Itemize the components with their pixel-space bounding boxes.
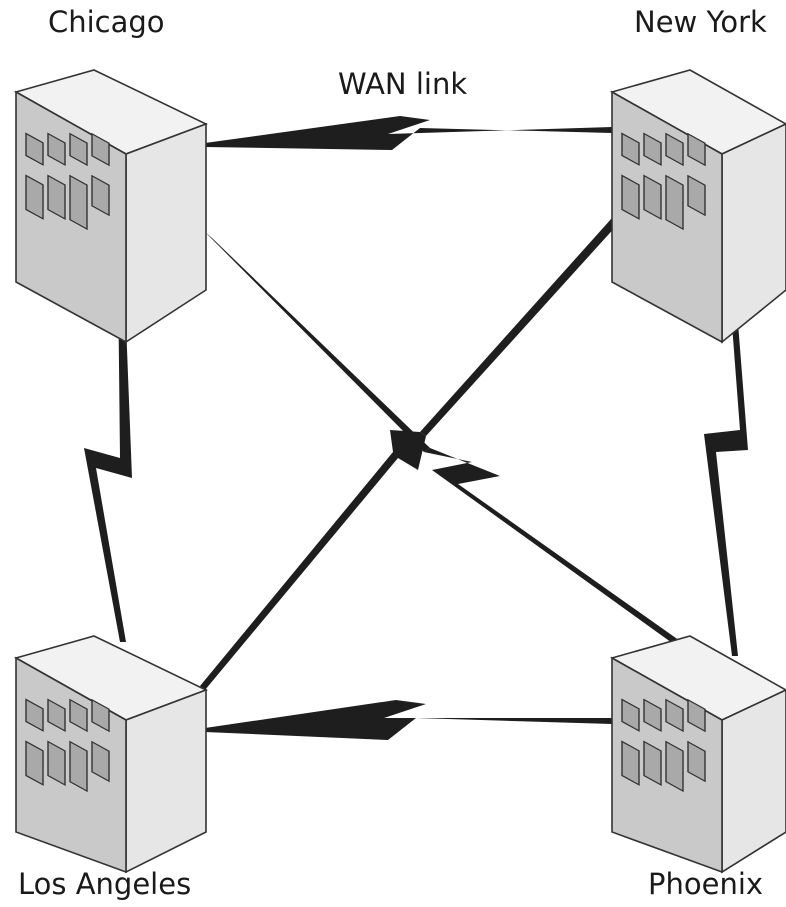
wan-link-label: WAN link — [338, 67, 468, 101]
link-losangeles-phoenix — [205, 700, 612, 740]
link-chicago-newyork — [205, 116, 612, 150]
building-new-york — [609, 69, 786, 344]
link-newyork-losangeles — [200, 218, 618, 690]
site-label-los-angeles: Los Angeles — [18, 867, 192, 901]
link-newyork-phoenix — [704, 272, 748, 656]
link-chicago-losangeles — [84, 272, 132, 642]
building-los-angeles — [13, 635, 209, 874]
building-phoenix — [609, 635, 786, 874]
site-label-new-york: New York — [634, 5, 767, 39]
site-label-phoenix: Phoenix — [648, 867, 764, 901]
building-chicago — [13, 69, 209, 344]
site-label-chicago: Chicago — [48, 5, 165, 39]
link-chicago-phoenix — [205, 232, 690, 653]
